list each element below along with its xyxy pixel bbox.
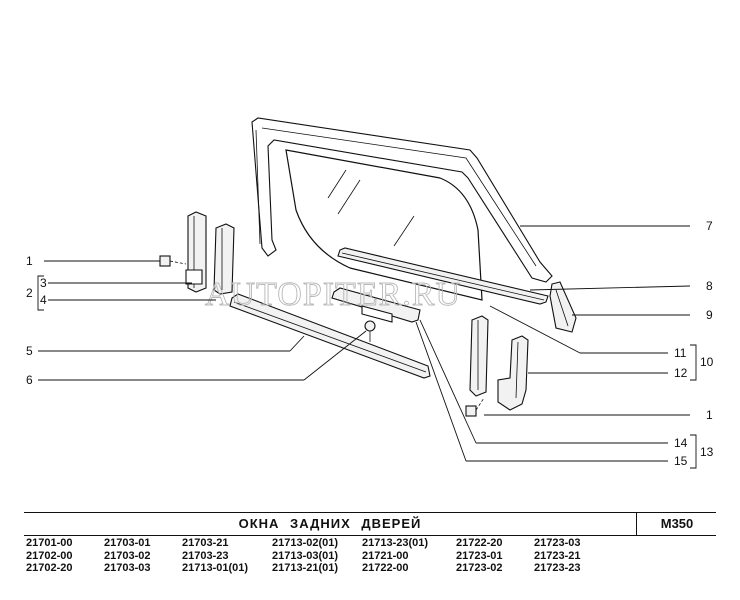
- callout-1-right: 1: [706, 408, 713, 422]
- outer-belt-seal: [337, 247, 549, 305]
- model-column-5: 21713-23(01) 21721-00 21722-00: [362, 537, 428, 575]
- callout-4: 4: [40, 293, 47, 307]
- model-column-3: 21703-21 21703-23 21713-01(01): [182, 537, 248, 575]
- model-code: 21701-00: [26, 537, 73, 549]
- model-code: 21703-01: [104, 537, 151, 549]
- door-glass: [285, 149, 483, 301]
- title-block: ОКНА ЗАДНИХ ДВЕРЕЙ М350: [24, 512, 716, 536]
- model-code: 21723-03: [534, 537, 581, 549]
- model-code: 21713-23(01): [362, 537, 429, 549]
- callout-9: 9: [706, 308, 713, 322]
- model-code: 21703-02: [104, 549, 151, 562]
- watermark: AUTOPITER.RU: [205, 276, 461, 313]
- callout-8: 8: [706, 279, 713, 293]
- model-code: 21723-23: [534, 562, 581, 574]
- callout-10: 10: [700, 355, 714, 369]
- corner-trim: [549, 281, 577, 333]
- front-guide-channel: [185, 211, 207, 293]
- model-column-1: 21701-00 21702-00 21702-20: [26, 537, 73, 575]
- callout-15: 15: [674, 454, 688, 468]
- model-code: 21723-01: [456, 549, 503, 562]
- model-code: 21713-03(01): [272, 549, 339, 562]
- bolt-right: [465, 397, 485, 417]
- callout-1-left: 1: [26, 254, 33, 268]
- leader-lines: [38, 225, 691, 462]
- model-column-6: 21722-20 21723-01 21723-02: [456, 537, 503, 575]
- lower-glass-channel: [331, 287, 421, 323]
- front-guide-trim: [213, 223, 235, 295]
- model-code: 21713-01(01): [182, 562, 249, 574]
- model-code: 21713-21(01): [272, 562, 339, 574]
- model-code: 21702-00: [26, 549, 73, 562]
- callout-11: 11: [674, 346, 687, 360]
- callout-6: 6: [26, 373, 33, 387]
- callout-12: 12: [674, 366, 688, 380]
- inner-belt-seal: [229, 293, 431, 379]
- callout-5: 5: [26, 344, 33, 358]
- model-column-2: 21703-01 21703-02 21703-03: [104, 537, 151, 575]
- bolt-center: [364, 320, 376, 342]
- callout-brackets: [37, 275, 697, 469]
- model-code: 21721-00: [362, 549, 409, 562]
- callout-14: 14: [674, 436, 688, 450]
- model-code: 21713-02(01): [272, 537, 339, 549]
- model-column-4: 21713-02(01) 21713-03(01) 21713-21(01): [272, 537, 338, 575]
- model-code: 21723-02: [456, 562, 503, 574]
- model-code: 21703-03: [104, 562, 151, 574]
- diagram-code: М350: [660, 516, 694, 531]
- callout-7: 7: [706, 219, 713, 233]
- model-code: 21723-21: [534, 549, 581, 562]
- parts-diagram: AUTOPITER.RU 1 2 3 4 5 6 7 8 9 10 11 12 …: [26, 117, 714, 469]
- model-code: 21722-20: [456, 537, 503, 549]
- rear-guide-bracket: [497, 335, 529, 411]
- diagram-title: ОКНА ЗАДНИХ ДВЕРЕЙ: [24, 513, 637, 535]
- model-code: 21703-23: [182, 549, 229, 562]
- callout-2: 2: [26, 286, 33, 300]
- callout-13: 13: [700, 445, 714, 459]
- model-code: 21702-20: [26, 562, 73, 574]
- model-column-7: 21723-03 21723-21 21723-23: [534, 537, 581, 575]
- bolt-left: [159, 255, 187, 267]
- rear-guide-channel: [469, 315, 489, 397]
- model-code: 21703-21: [182, 537, 229, 549]
- model-code: 21722-00: [362, 562, 409, 574]
- callout-3: 3: [40, 276, 47, 290]
- window-frame: [251, 117, 553, 283]
